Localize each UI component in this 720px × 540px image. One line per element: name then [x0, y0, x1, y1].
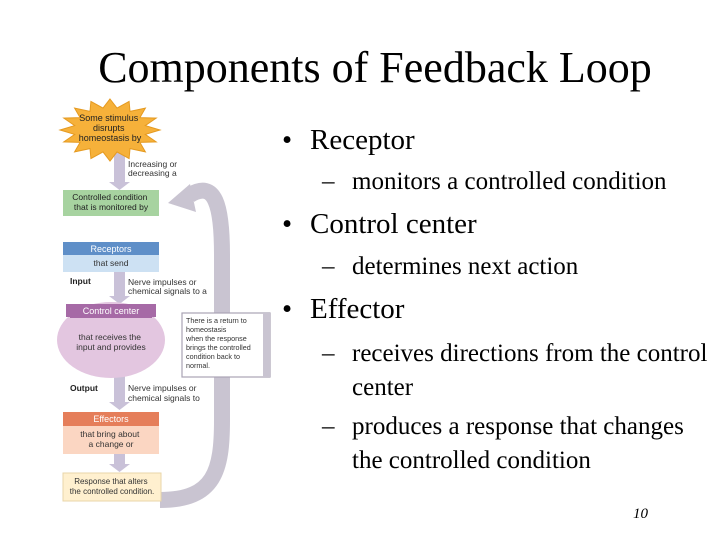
return-arrowhead — [168, 184, 196, 212]
homeostasis-return-box: There is a return to homeostasis when th… — [181, 312, 271, 378]
controlled-condition-box: Controlled condition that is monitored b… — [63, 190, 159, 216]
nerve-in-text: Nerve impulses or chemical signals to a — [128, 277, 207, 296]
sub-bullet-control-center-1: –determines next action — [322, 253, 579, 280]
receptors-box: Receptors that send — [63, 242, 159, 272]
effectors-body: that bring about a change or — [80, 429, 141, 449]
stimulus-burst: Some stimulus disrupts homeostasis by — [58, 98, 162, 162]
bullet-label: Control center — [310, 208, 477, 240]
bullet-receptor: • Receptor — [282, 124, 415, 157]
input-label: Input — [70, 276, 91, 286]
svg-text:There is a return to hom: There is a return to homeostasis when th… — [185, 316, 253, 370]
control-center: Control center that receives the input a… — [57, 302, 165, 378]
bullet-label: Effector — [310, 293, 405, 325]
bullet-effector: • Effector — [282, 293, 404, 326]
bullet-control-center: • Control center — [282, 208, 477, 241]
control-center-body: that receives the input and provides — [76, 332, 145, 352]
receptors-sub: that send — [94, 258, 129, 268]
output-label: Output — [70, 383, 98, 393]
increasing-text: Increasing or decreasing a — [128, 159, 180, 178]
bullet-glyph: • — [282, 124, 293, 156]
bullet-label: Receptor — [310, 124, 415, 156]
return-loop-arrow — [159, 182, 230, 508]
svg-text:Response that alters the: Response that alters the controlled cond… — [70, 477, 155, 496]
sub-bullet-effector-1: –receives directions from the control ce… — [322, 340, 708, 401]
receptors-title: Receptors — [90, 244, 132, 254]
svg-text:Controlled condition tha: Controlled condition that is monitored b… — [72, 192, 150, 212]
page-number: 10 — [633, 506, 648, 522]
bullet-glyph: • — [282, 208, 293, 240]
bullet-glyph: • — [282, 293, 293, 325]
sub-bullet-effector-2: –produces a response that changes the co… — [322, 413, 684, 474]
effectors-box: Effectors that bring about a change or — [63, 412, 159, 454]
effectors-title: Effectors — [93, 414, 129, 424]
flow-arrows — [109, 148, 130, 472]
nerve-out-text: Nerve impulses or chemical signals to — [128, 383, 200, 403]
control-center-title: Control center — [83, 306, 140, 316]
response-box: Response that alters the controlled cond… — [62, 472, 162, 502]
slide-title: Components of Feedback Loop — [98, 43, 652, 92]
stimulus-text: Some stimulus disrupts homeostasis by — [79, 113, 142, 143]
sub-bullet-receptor-1: –monitors a controlled condition — [322, 168, 667, 195]
feedback-loop-diagram: Some stimulus disrupts homeostasis by In… — [57, 98, 271, 508]
